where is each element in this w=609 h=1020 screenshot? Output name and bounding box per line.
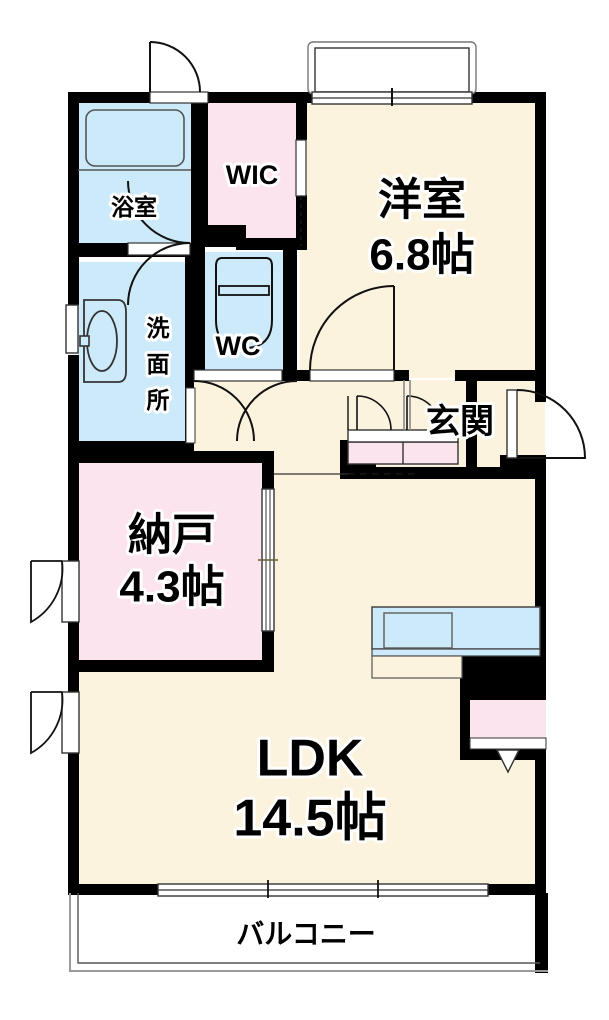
washroom-door-swing[interactable] [193,380,255,442]
balcony-outline [69,893,548,972]
label-washroom-1: 洗 [147,315,170,341]
label-ldk-size: 14.5帖 [233,790,386,848]
wall-wic-bottom [198,225,246,247]
label-toilet: WC [216,331,261,361]
bathroom-inner-door-swing[interactable] [127,180,191,244]
wall-top-wic [198,92,306,103]
kitchen-sink-basin-icon [383,612,453,649]
wall-left-storage-a [68,451,79,561]
label-storage: 納戸 [128,511,216,560]
washroom-door-frame [193,369,283,382]
balcony-outline-inner [77,893,540,964]
wall-kitchen-block [460,656,546,701]
bedroom-fill [300,100,545,378]
ldk-main-fill [78,660,545,893]
label-storage-size: 4.3帖 [119,563,224,612]
kitchen-closet-icon [470,700,546,738]
label-washroom-2: 面 [147,351,170,377]
shoe-cabinet-door-right[interactable] [406,395,442,431]
toilet-icon [215,257,273,350]
entrance-door-swing[interactable] [516,389,587,459]
wall-kitchen-closet-left [460,656,472,760]
wall-wc-right [283,247,297,377]
window-left-lower-swing[interactable] [30,691,64,755]
wic-fill [206,102,300,245]
label-entrance: 玄関 [426,403,494,441]
corridor-fill [190,370,340,460]
room-labels: 浴室 WIC 洋室 6.8帖 洗 面 所 WC 玄関 納戸 4.3帖 LDK 1… [108,157,497,951]
label-washroom-3: 所 [147,387,170,413]
wall-left-upper [68,92,79,247]
bedroom-bay-window-inner [314,47,470,93]
window-left-upper-swing[interactable] [30,560,64,624]
wall-right-bedroom [535,92,546,380]
balcony-fill [70,893,548,973]
label-balcony: バルコニー [236,918,375,949]
wic-door-panel[interactable] [295,139,307,197]
wall-bedroom-bottom-right [455,370,546,381]
toilet-tank-icon [218,285,270,296]
walls [68,92,548,973]
wall-top-bedroom-right [460,92,546,103]
wall-left-washroom [68,355,79,451]
wall-washroom-bottom [68,441,194,453]
kitchen-closet-front [469,737,547,750]
entrance-door-panel[interactable] [506,389,518,459]
wall-storage-top [68,451,274,463]
bathroom-inner-door-frame [127,242,191,256]
kitchen-closet-arrow-icon [495,749,521,774]
toilet-door-swing[interactable] [236,380,298,442]
wall-washroom-right [185,257,194,447]
vanity-basin-icon [86,310,118,372]
label-bedroom-size: 6.8帖 [369,231,474,280]
wall-left-mid [68,247,79,305]
wall-left-ldk [68,735,79,895]
bathroom-inner-door-swing2[interactable] [127,242,191,306]
window-left-upper-frame [61,560,80,623]
wall-bathroom-right [191,102,202,247]
wall-wic-right-top [296,92,307,140]
label-ldk: LDK [257,730,364,788]
storage-fill [78,462,268,660]
wall-entrance-step-right [466,380,477,468]
window-left-lower-frame [61,691,80,754]
wall-ldk-top-right [340,467,546,479]
wall-storage-right-top [262,451,274,489]
bedroom-door-swing[interactable] [309,285,395,371]
wall-balcony-right [535,893,548,973]
shoe-cabinet-top [347,429,459,443]
kitchen-counter-front [371,655,463,679]
wall-storage-bottom [68,660,274,672]
openings [30,41,587,972]
bedroom-door-frame [309,369,395,382]
label-bedroom: 洋室 [378,175,466,225]
kitchen-counter-edge [371,648,541,657]
label-bathroom: 浴室 [111,194,157,220]
vanity-faucet-icon [79,335,90,347]
fixtures [65,109,547,774]
wall-wic-left [198,92,208,232]
bathtub-icon [85,109,185,167]
shoe-cabinet-door-left[interactable] [356,395,392,431]
wall-top-left [68,92,192,103]
label-wic: WIC [226,160,278,190]
wall-wc-left [193,247,205,377]
wall-top-bedroom-left [300,92,316,103]
bathroom-door-frame [149,91,209,104]
washroom-corridor-door-frame [185,387,196,444]
washroom-window [65,304,79,354]
wall-right-entrance-top [535,380,546,402]
wall-left-storage-b [68,622,79,692]
bathroom-door-swing[interactable] [149,41,201,93]
